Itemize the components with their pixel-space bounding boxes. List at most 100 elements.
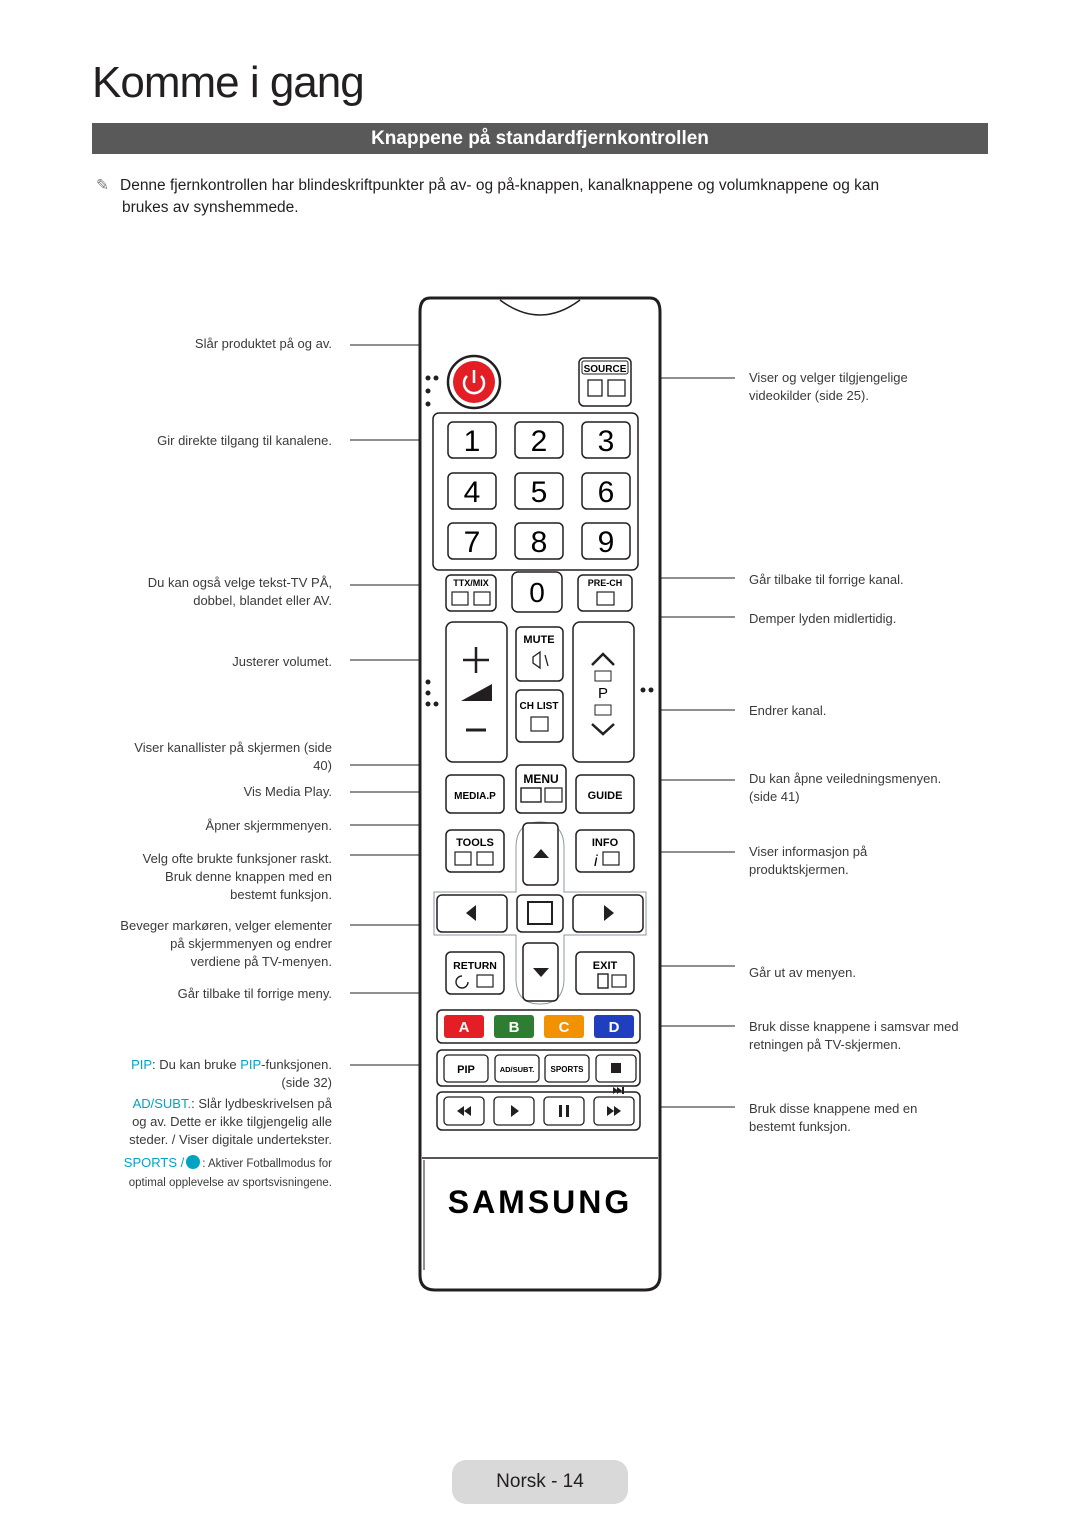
exit-label: EXIT [593, 960, 618, 972]
channel-rocker[interactable] [572, 621, 635, 763]
label-numbers: Gir direkte tilgang til kanalene. [157, 433, 332, 448]
digit-2-label: 2 [531, 425, 548, 458]
enter-button[interactable] [516, 894, 564, 933]
label-channel: Endrer kanal. [749, 703, 827, 718]
label-prech: Går tilbake til forrige kanal. [749, 572, 904, 587]
color-button-b-label: B [509, 1019, 520, 1036]
ch-list-button[interactable] [515, 689, 564, 743]
label-guide: Du kan åpne veiledningsmenyen. (side 41) [749, 770, 989, 806]
digit-8-label: 8 [531, 526, 548, 559]
digit-1-button[interactable] [447, 421, 497, 459]
label-media-2: bestemt funksjon. [749, 1119, 851, 1134]
adsubt-term: AD/SUBT. [132, 1096, 192, 1111]
pip-text-1: : Du kan bruke [152, 1057, 241, 1072]
pre-ch-button[interactable] [577, 574, 633, 612]
arrow-left-icon [466, 905, 476, 921]
volume-rocker[interactable] [445, 621, 508, 763]
color-button-a[interactable] [444, 1015, 484, 1038]
intro-line-1: Denne fjernkontrollen har blindeskriftpu… [120, 177, 880, 194]
guide-button[interactable] [575, 774, 635, 814]
info-label: INFO [592, 837, 619, 849]
media-p-label: MEDIA.P [454, 791, 496, 802]
mute-icon [532, 650, 549, 670]
numpad-frame [432, 412, 639, 571]
label-info-2: produktskjermen. [749, 862, 849, 877]
digit-4-button[interactable] [447, 472, 497, 510]
digit-9-button[interactable] [581, 522, 631, 560]
sports-button[interactable] [544, 1054, 590, 1083]
label-menu: Åpner skjermmenyen. [205, 818, 332, 833]
digit-1-label: 1 [464, 425, 481, 458]
digit-8-button[interactable] [514, 522, 564, 560]
source-in-icon [587, 379, 603, 397]
color-buttons-frame [436, 1009, 641, 1044]
source-label: SOURCE [584, 364, 627, 375]
label-nav-2: på skjermmenyen og endrer [170, 936, 332, 951]
page-title: Komme i gang [92, 58, 365, 107]
pencil-note-icon: ✎ [96, 177, 109, 194]
mute-label: MUTE [523, 634, 554, 646]
rewind-icon [457, 1106, 471, 1116]
label-nav-3: verdiene på TV-menyen. [190, 954, 332, 969]
volume-icon [461, 684, 492, 701]
color-button-d-label: D [609, 1019, 620, 1036]
label-power: Slår produktet på og av. [194, 336, 332, 351]
label-chlist-2: 40) [313, 758, 332, 773]
intro-note: ✎ Denne fjernkontrollen har blindeskriftp… [96, 175, 986, 219]
pause-button[interactable] [543, 1096, 585, 1126]
tools-button[interactable] [445, 829, 505, 873]
label-ttx-1: Du kan også velge tekst-TV PÅ, [147, 575, 332, 590]
media-small-icons [613, 1087, 624, 1094]
media-p-button[interactable] [445, 774, 505, 814]
pip-page: (side 32) [281, 1075, 332, 1090]
digit-6-button[interactable] [581, 472, 631, 510]
digit-5-button[interactable] [514, 472, 564, 510]
pip-term-2: PIP [240, 1057, 262, 1072]
info-i-icon: i [594, 853, 598, 870]
digit-0-button[interactable] [511, 571, 563, 613]
football-icon [186, 1155, 201, 1169]
label-exit: Går ut av menyen. [749, 965, 856, 980]
ttx-mix-button[interactable] [445, 574, 497, 612]
label-media: Bruk disse knappene med en bestemt funks… [749, 1100, 989, 1136]
digit-4-label: 4 [464, 476, 481, 509]
pip-button[interactable] [443, 1054, 489, 1083]
pre-ch-label: PRE-CH [588, 578, 623, 588]
color-button-b[interactable] [494, 1015, 534, 1038]
brand-logo: SAMSUNG [448, 1184, 633, 1220]
digit-0-label: 0 [529, 577, 545, 608]
color-button-a-label: A [459, 1019, 470, 1036]
sports-2: optimal opplevelse av sportsvisningene. [128, 1177, 332, 1189]
exit-button[interactable] [575, 951, 635, 995]
ad-subt-button[interactable] [494, 1054, 540, 1083]
ch-list-icon [530, 716, 549, 732]
color-button-c-label: C [559, 1019, 570, 1036]
return-button[interactable] [445, 951, 505, 995]
tools-icon [454, 851, 472, 866]
color-button-c[interactable] [544, 1015, 584, 1038]
section-heading: Knappene på standardfjernkontrollen [92, 123, 988, 154]
intro-line-2: brukes av synshemmede. [122, 199, 299, 216]
digit-2-button[interactable] [514, 421, 564, 459]
channel-p-label: P [598, 685, 608, 702]
label-guide-2: (side 41) [749, 789, 800, 804]
media-row-frame [436, 1091, 641, 1131]
ttx-mix-label: TTX/MIX [453, 578, 489, 588]
braille-dots [425, 375, 654, 707]
color-button-d[interactable] [594, 1015, 634, 1038]
label-sports: SPORTS /: Aktiver Fotballmodus for optim… [80, 1153, 332, 1193]
color-buttons: A B C D [444, 1015, 634, 1038]
label-color-2: retningen på TV-skjermen. [749, 1037, 902, 1052]
label-source-2: videokilder (side 25). [749, 388, 869, 403]
page-number: Norsk - 14 [452, 1460, 628, 1504]
digit-7-button[interactable] [447, 522, 497, 560]
exit-icon [597, 973, 609, 989]
label-source-1: Viser og velger tilgjengelige [749, 370, 908, 385]
adsubt-1: : Slår lydbeskrivelsen på [191, 1096, 332, 1111]
label-nav: Beveger markøren, velger elementer på sk… [80, 917, 332, 971]
sports-1: : Aktiver Fotballmodus for [202, 1158, 332, 1170]
channel-down-icon [591, 723, 615, 736]
digit-6-label: 6 [598, 476, 615, 509]
digit-3-button[interactable] [581, 421, 631, 459]
